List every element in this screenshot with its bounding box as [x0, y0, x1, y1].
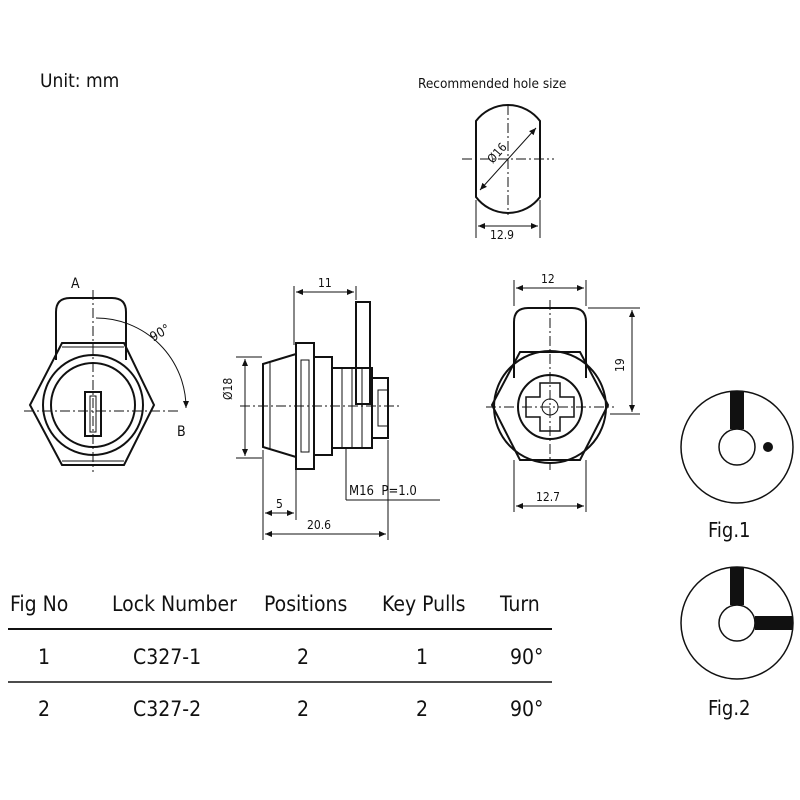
hole-width-label: 12.9: [490, 228, 515, 242]
rear-view-drawing: [486, 280, 640, 512]
fig2-caption: Fig.2: [708, 696, 751, 720]
front-label-b: B: [177, 424, 186, 440]
hole-size-title: Recommended hole size: [418, 76, 567, 92]
side-flange-dim: 5: [276, 497, 283, 511]
cell-fig-no: 1: [38, 645, 51, 669]
cell-positions: 2: [297, 645, 310, 669]
front-label-a: A: [71, 276, 80, 292]
side-diameter-dim: Ø18: [221, 377, 235, 400]
col-header-turn: Turn: [500, 592, 540, 616]
front-view-drawing: [24, 290, 189, 472]
side-view-drawing: [236, 286, 440, 540]
cell-key-pulls: 2: [416, 697, 429, 721]
fig1-caption: Fig.1: [708, 518, 751, 542]
side-thread-label: M16 P=1.0: [349, 484, 417, 499]
rear-top-dim: 12: [541, 272, 555, 286]
cell-key-pulls: 1: [416, 645, 429, 669]
rear-bottom-dim: 12.7: [536, 490, 561, 504]
recommended-hole-drawing: [462, 104, 554, 238]
col-header-positions: Positions: [264, 592, 348, 616]
fig2-diagram: [680, 566, 794, 680]
side-top-dim: 11: [318, 276, 332, 290]
rear-height-dim: 19: [613, 358, 627, 372]
cell-lock-number: C327-1: [133, 645, 202, 669]
side-length-dim: 20.6: [307, 518, 332, 532]
cell-positions: 2: [297, 697, 310, 721]
col-header-fig-no: Fig No: [10, 592, 69, 616]
col-header-key-pulls: Key Pulls: [382, 592, 466, 616]
cell-lock-number: C327-2: [133, 697, 202, 721]
col-header-lock-number: Lock Number: [112, 592, 237, 616]
fig1-diagram: [680, 390, 794, 504]
cell-turn: 90°: [510, 697, 544, 721]
cell-fig-no: 2: [38, 697, 51, 721]
unit-label: Unit: mm: [40, 70, 120, 92]
cell-turn: 90°: [510, 645, 544, 669]
